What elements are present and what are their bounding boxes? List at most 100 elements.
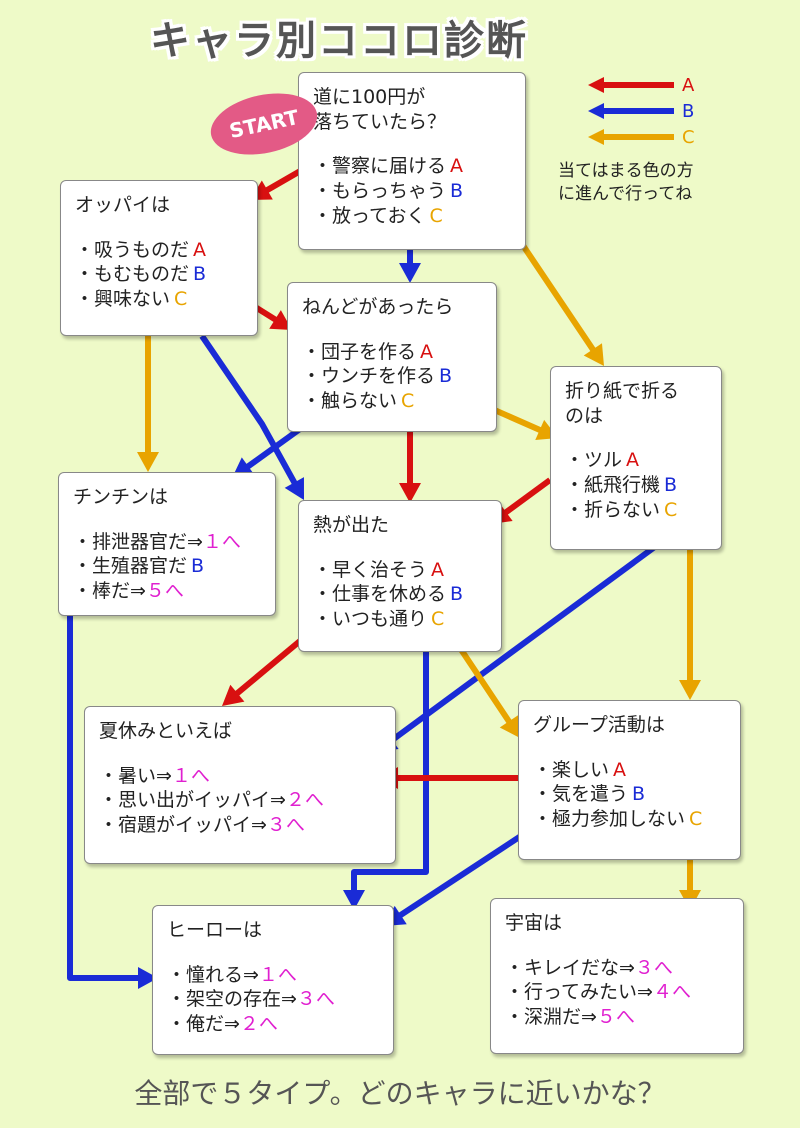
- flow-arrow-b: [351, 645, 429, 898]
- question-text: オッパイは: [75, 194, 171, 216]
- arrowhead-icon: [138, 967, 158, 989]
- arrowhead-icon: [399, 263, 421, 283]
- option-text: ・ツル: [565, 449, 623, 472]
- arrowhead-icon: [679, 680, 701, 700]
- option-key: C: [431, 608, 445, 631]
- result-type: ５へ: [596, 1006, 635, 1029]
- arrowhead-icon: [499, 715, 520, 738]
- option-key: A: [613, 758, 627, 781]
- question-text: 宇宙は: [505, 912, 563, 934]
- legend-item-a: A: [588, 72, 695, 98]
- option-text: ・行ってみたい⇒: [505, 981, 653, 1004]
- question-text: 熱が出た: [313, 514, 390, 536]
- flow-arrow-c: [515, 236, 600, 358]
- option-item: ・棒だ⇒５へ: [73, 579, 261, 604]
- legend-arrow-icon: [588, 103, 674, 119]
- option-item: ・思い出がイッパイ⇒２へ: [99, 788, 381, 813]
- flow-arrow-b: [392, 827, 532, 922]
- arrowhead-icon: [269, 310, 292, 330]
- option-key: B: [632, 783, 646, 806]
- footer-text: 全部で５タイプ。どのキャラに近いかな？: [134, 1077, 666, 1110]
- legend-item-c: C: [588, 124, 695, 150]
- flow-arrow-b: [199, 334, 301, 491]
- option-item: ・排泄器官だ⇒１へ: [73, 530, 261, 555]
- option-key: A: [420, 340, 434, 363]
- option-text: ・吸うものだ: [75, 238, 190, 261]
- option-text: ・気を遣う: [533, 783, 629, 806]
- arrowhead-icon: [222, 684, 245, 706]
- result-type: １へ: [202, 530, 241, 553]
- result-type: ３へ: [296, 988, 335, 1011]
- option-text: ・生殖器官だ: [73, 555, 188, 578]
- option-key: C: [429, 204, 443, 227]
- flow-arrow-a: [497, 477, 552, 520]
- option-key: B: [450, 583, 464, 606]
- result-type: ４へ: [652, 981, 691, 1004]
- node-uchu: 宇宙は・キレイだな⇒３へ・行ってみたい⇒４へ・深淵だ⇒５へ: [490, 898, 744, 1054]
- option-key: C: [401, 390, 415, 413]
- option-text: ・宿題がイッパイ⇒: [99, 814, 267, 837]
- legend-arrow-icon: [588, 129, 674, 145]
- result-type: ３へ: [266, 814, 305, 837]
- option-key: C: [664, 498, 678, 521]
- flow-arrow-c: [488, 405, 549, 436]
- question-text: ねんどがあったら: [302, 296, 454, 318]
- color-legend: A B C: [588, 72, 695, 150]
- question-text: 道に100円が 落ちていたら？: [313, 86, 447, 133]
- option-text: ・排泄器官だ⇒: [73, 530, 203, 553]
- option-text: ・棒だ⇒: [73, 580, 146, 603]
- result-type: １へ: [171, 764, 210, 787]
- arrowhead-icon: [583, 343, 604, 366]
- option-text: ・楽しい: [533, 758, 610, 781]
- option-text: ・いつも通り: [313, 608, 428, 631]
- flow-arrow-a: [258, 167, 304, 197]
- arrowhead-icon: [343, 890, 365, 910]
- option-item: ・宿題がイッパイ⇒３へ: [99, 813, 381, 838]
- legend-item-b: B: [588, 98, 695, 124]
- option-key: B: [450, 180, 464, 203]
- option-text: ・紙飛行機: [565, 474, 661, 497]
- question-text: ヒーローは: [167, 919, 263, 941]
- arrowhead-icon: [284, 477, 304, 500]
- option-item: ・深淵だ⇒５へ: [505, 1005, 729, 1030]
- option-text: ・ウンチを作る: [302, 365, 436, 388]
- option-key: C: [689, 808, 703, 831]
- result-type: ２へ: [239, 1013, 278, 1036]
- option-text: ・架空の存在⇒: [167, 988, 297, 1011]
- option-text: ・団子を作る: [302, 340, 417, 363]
- result-type: ２へ: [285, 789, 324, 812]
- arrowhead-icon: [137, 452, 159, 472]
- result-type: ５へ: [145, 580, 184, 603]
- legend-note: 当てはまる色の方 に進んで行ってね: [558, 161, 694, 204]
- result-type: １へ: [258, 963, 297, 986]
- option-key: A: [193, 238, 207, 261]
- option-text: ・興味ない: [75, 288, 171, 311]
- option-key: A: [450, 155, 464, 178]
- option-text: ・触らない: [302, 390, 398, 413]
- option-text: ・折らない: [565, 498, 661, 521]
- question-text: チンチンは: [73, 486, 169, 508]
- option-text: ・極力参加しない: [533, 808, 686, 831]
- option-key: B: [664, 474, 678, 497]
